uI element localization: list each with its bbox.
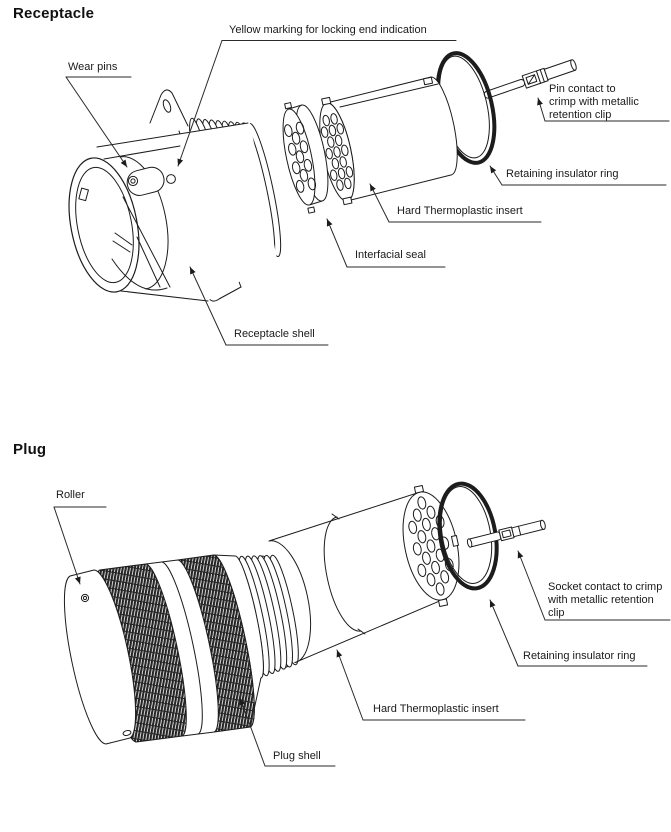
roller-art [80, 593, 90, 603]
receptacle-assembly [68, 51, 577, 302]
receptacle-insert-art [319, 76, 458, 206]
label-receptacle-shell: Receptacle shell [234, 328, 315, 340]
label-pin-contact: Pin contact to crimp with metallic reten… [549, 83, 639, 121]
yellow-marking-dot [166, 174, 176, 184]
label-socket-contact: Socket contact to crimp with metallic re… [548, 581, 663, 619]
pin-contact-art [483, 59, 577, 99]
label-retaining-ring-receptacle: Retaining insulator ring [506, 168, 619, 180]
receptacle-heading: Receptacle [13, 5, 95, 22]
label-interfacial-seal: Interfacial seal [355, 249, 426, 261]
annotation-underlines [53, 40, 671, 767]
plug-shell-art [63, 554, 299, 745]
plug-assembly [63, 481, 546, 745]
wear-pin-art [127, 175, 139, 187]
label-hard-insert-plug: Hard Thermoplastic insert [373, 703, 499, 715]
label-retaining-ring-plug: Retaining insulator ring [523, 650, 636, 662]
label-wear-pins: Wear pins [68, 61, 118, 73]
plug-heading: Plug [13, 441, 47, 458]
label-roller: Roller [56, 489, 85, 501]
retaining-ring-plug-art [437, 481, 499, 591]
receptacle-shell-art [68, 122, 277, 302]
socket-contact-art [466, 519, 546, 548]
interfacial-seal-art [282, 102, 329, 214]
label-plug-shell: Plug shell [273, 750, 321, 762]
annotation-leaders [53, 40, 546, 767]
label-yellow-marking: Yellow marking for locking end indicatio… [229, 24, 427, 36]
plug-insert-art [268, 485, 460, 664]
label-hard-insert-receptacle: Hard Thermoplastic insert [397, 205, 523, 217]
